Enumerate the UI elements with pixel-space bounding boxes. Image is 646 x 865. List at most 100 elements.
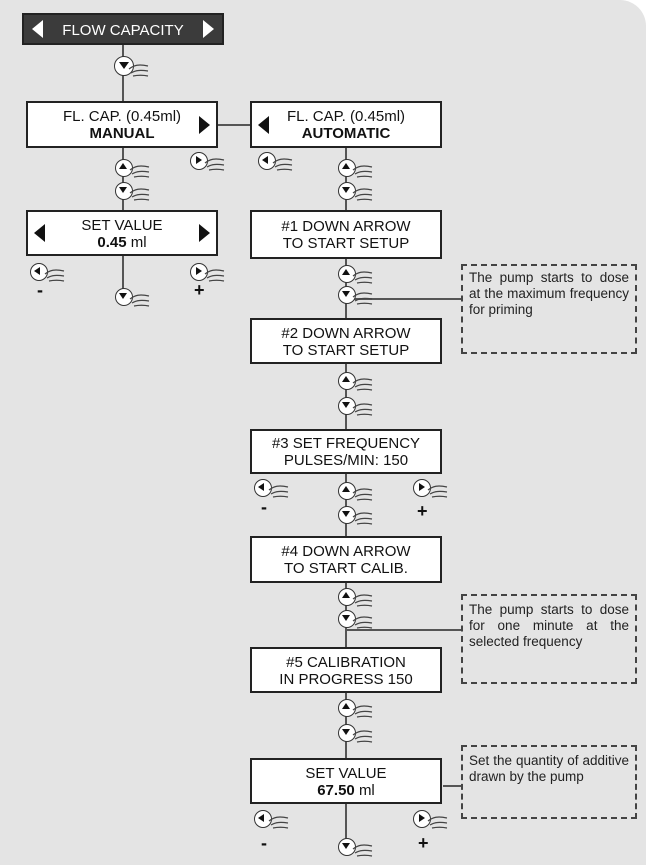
minus-sign: - [261,833,267,853]
set-value-label: SET VALUE [81,217,163,234]
down-button[interactable] [338,722,374,744]
left-button[interactable] [258,150,294,172]
connector-line [345,474,347,536]
hand-icon [427,485,448,498]
left-button[interactable] [254,808,290,830]
set-value-final-label: SET VALUE [305,765,387,782]
step3-line1: #3 SET FREQUENCY [271,435,421,452]
up-button[interactable] [338,480,374,502]
left-button[interactable] [30,261,66,283]
step3-box[interactable]: #3 SET FREQUENCY PULSES/MIN: 150 [250,429,442,474]
step1-line1: #1 DOWN ARROW [281,218,411,235]
right-button[interactable] [413,477,449,499]
note-calibration: The pump starts to dose for one minute a… [461,594,637,684]
plus-sign: + [418,833,429,853]
set-value-manual-box[interactable]: SET VALUE 0.45 ml [26,210,218,256]
left-button[interactable] [254,477,290,499]
step4-line1: #4 DOWN ARROW [281,543,411,560]
manual-mode-box[interactable]: FL. CAP. (0.45ml) MANUAL [26,101,218,148]
up-button[interactable] [338,370,374,392]
connector-line [122,256,124,290]
right-button[interactable] [413,808,449,830]
automatic-box-line1: FL. CAP. (0.45ml) [286,108,406,125]
hand-icon [352,730,373,743]
up-button[interactable] [338,586,374,608]
step5-line1: #5 CALIBRATION [286,654,406,671]
step4-line2: TO START CALIB. [284,560,408,577]
hand-icon [352,705,373,718]
step2-line1: #2 DOWN ARROW [281,325,411,342]
plus-sign: + [194,280,205,300]
left-arrow-icon [34,224,45,242]
step1-line2: TO START SETUP [282,235,410,252]
step2-box[interactable]: #2 DOWN ARROW TO START SETUP [250,318,442,364]
hand-icon [352,271,373,284]
hand-icon [272,158,293,171]
step5-line2: IN PROGRESS 150 [279,671,413,688]
note-connector [443,785,461,787]
down-button[interactable] [338,395,374,417]
down-button[interactable] [115,286,151,308]
up-button[interactable] [338,157,374,179]
note-quantity: Set the quantity of additive drawn by th… [461,745,637,819]
hand-icon [204,269,225,282]
connector-line [345,804,347,854]
hand-icon [352,378,373,391]
hand-icon [352,594,373,607]
down-button[interactable] [338,836,374,858]
down-button[interactable] [338,180,374,202]
hand-icon [268,485,289,498]
note-connector [345,629,461,631]
hand-icon [352,512,373,525]
note-connector [345,298,461,300]
right-button[interactable] [190,261,226,283]
plus-sign: + [417,501,428,521]
hand-icon [352,844,373,857]
minus-sign: - [37,280,43,300]
right-arrow-icon [203,20,214,38]
step4-box[interactable]: #4 DOWN ARROW TO START CALIB. [250,536,442,583]
up-button[interactable] [338,697,374,719]
hand-icon [129,188,150,201]
up-button[interactable] [338,263,374,285]
connector-line [218,124,250,126]
set-value-final-number: 67.50 [317,782,355,799]
connector-line [345,148,347,210]
down-button[interactable] [114,56,150,78]
title-label: FLOW CAPACITY [62,22,184,39]
flow-capacity-title[interactable]: FLOW CAPACITY [22,13,224,45]
right-arrow-icon [199,224,210,242]
set-value-final-box[interactable]: SET VALUE 67.50 ml [250,758,442,804]
hand-icon [352,616,373,629]
down-button[interactable] [338,284,374,306]
set-value-final-unit: ml [358,782,375,799]
step5-box[interactable]: #5 CALIBRATION IN PROGRESS 150 [250,647,442,693]
down-button[interactable] [338,608,374,630]
minus-sign: - [261,497,267,517]
note-priming: The pump starts to dose at the maximum f… [461,264,637,354]
hand-icon [44,269,65,282]
step1-box[interactable]: #1 DOWN ARROW TO START SETUP [250,210,442,259]
right-arrow-icon [199,115,210,134]
left-arrow-icon [258,115,269,134]
connector-line [345,364,347,429]
hand-icon [352,488,373,501]
down-button[interactable] [338,504,374,526]
down-button[interactable] [115,180,151,202]
right-button[interactable] [190,150,226,172]
hand-icon [129,165,150,178]
hand-icon [352,403,373,416]
automatic-mode-box[interactable]: FL. CAP. (0.45ml) AUTOMATIC [250,101,442,148]
step3-line2: PULSES/MIN: 150 [283,452,409,469]
hand-icon [427,816,448,829]
up-button[interactable] [115,157,151,179]
set-value-unit: ml [130,234,147,251]
hand-icon [128,64,149,77]
hand-icon [352,188,373,201]
hand-icon [268,816,289,829]
hand-icon [352,165,373,178]
connector-line [122,148,124,210]
set-value-number: 0.45 [97,234,127,251]
hand-icon [204,158,225,171]
manual-box-line2: MANUAL [89,125,155,142]
